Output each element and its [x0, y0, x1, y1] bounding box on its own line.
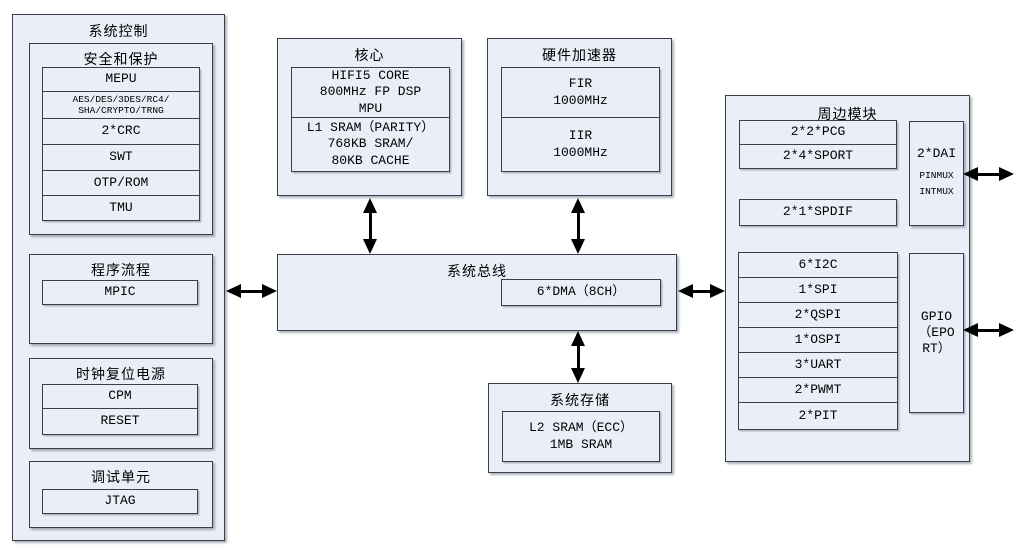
cell-swt: SWT: [42, 144, 200, 171]
cell-crc: 2*CRC: [42, 118, 200, 145]
cell-uart: 3*UART: [738, 352, 898, 378]
cell-dma: 6*DMA（8CH）: [501, 279, 661, 306]
cell-spdif: 2*1*SPDIF: [739, 199, 897, 226]
clock-reset-power-title: 时钟复位电源: [76, 367, 166, 383]
dai-title: 2*DAI: [916, 146, 956, 161]
cell-l1-sram: L1 SRAM（PARITY） 768KB SRAM/ 80KB CACHE: [291, 117, 450, 172]
cell-jtag: JTAG: [42, 489, 198, 514]
hw-accelerator-cells: FIR 1000MHz IIR 1000MHz: [501, 67, 660, 172]
peripherals-box: 周边模块 2*2*PCG 2*4*SPORT 2*1*SPDIF 2*DAI P…: [725, 95, 970, 462]
system-bus-box: 系统总线 6*DMA（8CH）: [277, 254, 677, 331]
gpio-box: GPIO （EPO RT）: [909, 253, 964, 413]
arrow-dai-external: [963, 167, 1014, 181]
arrow-gpio-external: [963, 323, 1014, 337]
core-title: 核心: [354, 48, 385, 64]
program-flow-box: 程序流程 MPIC: [29, 254, 213, 344]
debug-unit-box: 调试单元 JTAG: [29, 461, 213, 528]
security-cells: MEPU AES/DES/3DES/RC4/ SHA/CRYPTO/TRNG 2…: [42, 67, 200, 221]
core-box: 核心 HIFI5 CORE 800MHz FP DSP MPU L1 SRAM（…: [277, 38, 462, 196]
cell-pit: 2*PIT: [738, 402, 898, 430]
cell-fir: FIR 1000MHz: [501, 67, 660, 118]
cell-pwmt: 2*PWMT: [738, 377, 898, 403]
cell-tmu: TMU: [42, 195, 200, 221]
core-cells: HIFI5 CORE 800MHz FP DSP MPU L1 SRAM（PAR…: [291, 67, 450, 172]
hw-accelerator-box: 硬件加速器 FIR 1000MHz IIR 1000MHz: [487, 38, 672, 196]
cell-crypto: AES/DES/3DES/RC4/ SHA/CRYPTO/TRNG: [42, 91, 200, 119]
dai-box: 2*DAI PINMUX INTMUX: [909, 121, 964, 226]
arrow-bus-storage: [571, 331, 585, 383]
cell-cpm: CPM: [42, 384, 198, 409]
cell-sport: 2*4*SPORT: [739, 144, 897, 169]
system-storage-box: 系统存储 L2 SRAM（ECC） 1MB SRAM: [488, 383, 672, 473]
peripherals-title: 周边模块: [817, 107, 878, 123]
clock-reset-power-box: 时钟复位电源 CPM RESET: [29, 358, 213, 449]
system-control-title: 系统控制: [88, 24, 149, 40]
security-title: 安全和保护: [83, 52, 159, 68]
clock-reset-cells: CPM RESET: [42, 384, 198, 435]
cell-spi: 1*SPI: [738, 277, 898, 303]
debug-unit-title: 调试单元: [91, 470, 151, 486]
arrow-bus-peripherals: [678, 284, 725, 298]
audio-cells: 2*2*PCG 2*4*SPORT: [739, 120, 897, 169]
dai-mux-labels: PINMUX INTMUX: [919, 170, 954, 198]
cell-l2-sram: L2 SRAM（ECC） 1MB SRAM: [502, 411, 660, 462]
cell-qspi: 2*QSPI: [738, 302, 898, 328]
system-bus-title: 系统总线: [447, 264, 507, 280]
cell-reset: RESET: [42, 408, 198, 435]
arrow-core-bus: [363, 198, 377, 254]
cell-i2c: 6*I2C: [738, 252, 898, 278]
cell-iir: IIR 1000MHz: [501, 117, 660, 172]
security-box: 安全和保护 MEPU AES/DES/3DES/RC4/ SHA/CRYPTO/…: [29, 43, 213, 235]
program-flow-title: 程序流程: [91, 263, 151, 279]
system-storage-title: 系统存储: [550, 393, 610, 409]
arrow-accelerator-bus: [571, 198, 585, 254]
cell-otp-rom: OTP/ROM: [42, 170, 200, 196]
cell-pcg: 2*2*PCG: [739, 120, 897, 145]
cell-hifi5-core: HIFI5 CORE 800MHz FP DSP MPU: [291, 67, 450, 118]
cell-ospi: 1*OSPI: [738, 327, 898, 353]
io-cells: 6*I2C 1*SPI 2*QSPI 1*OSPI 3*UART 2*PWMT …: [738, 252, 898, 430]
hw-accelerator-title: 硬件加速器: [542, 48, 617, 64]
arrow-control-bus: [226, 284, 277, 298]
cell-mepu: MEPU: [42, 67, 200, 92]
system-control-box: 系统控制 安全和保护 MEPU AES/DES/3DES/RC4/ SHA/CR…: [12, 14, 225, 541]
cell-mpic: MPIC: [42, 280, 198, 305]
